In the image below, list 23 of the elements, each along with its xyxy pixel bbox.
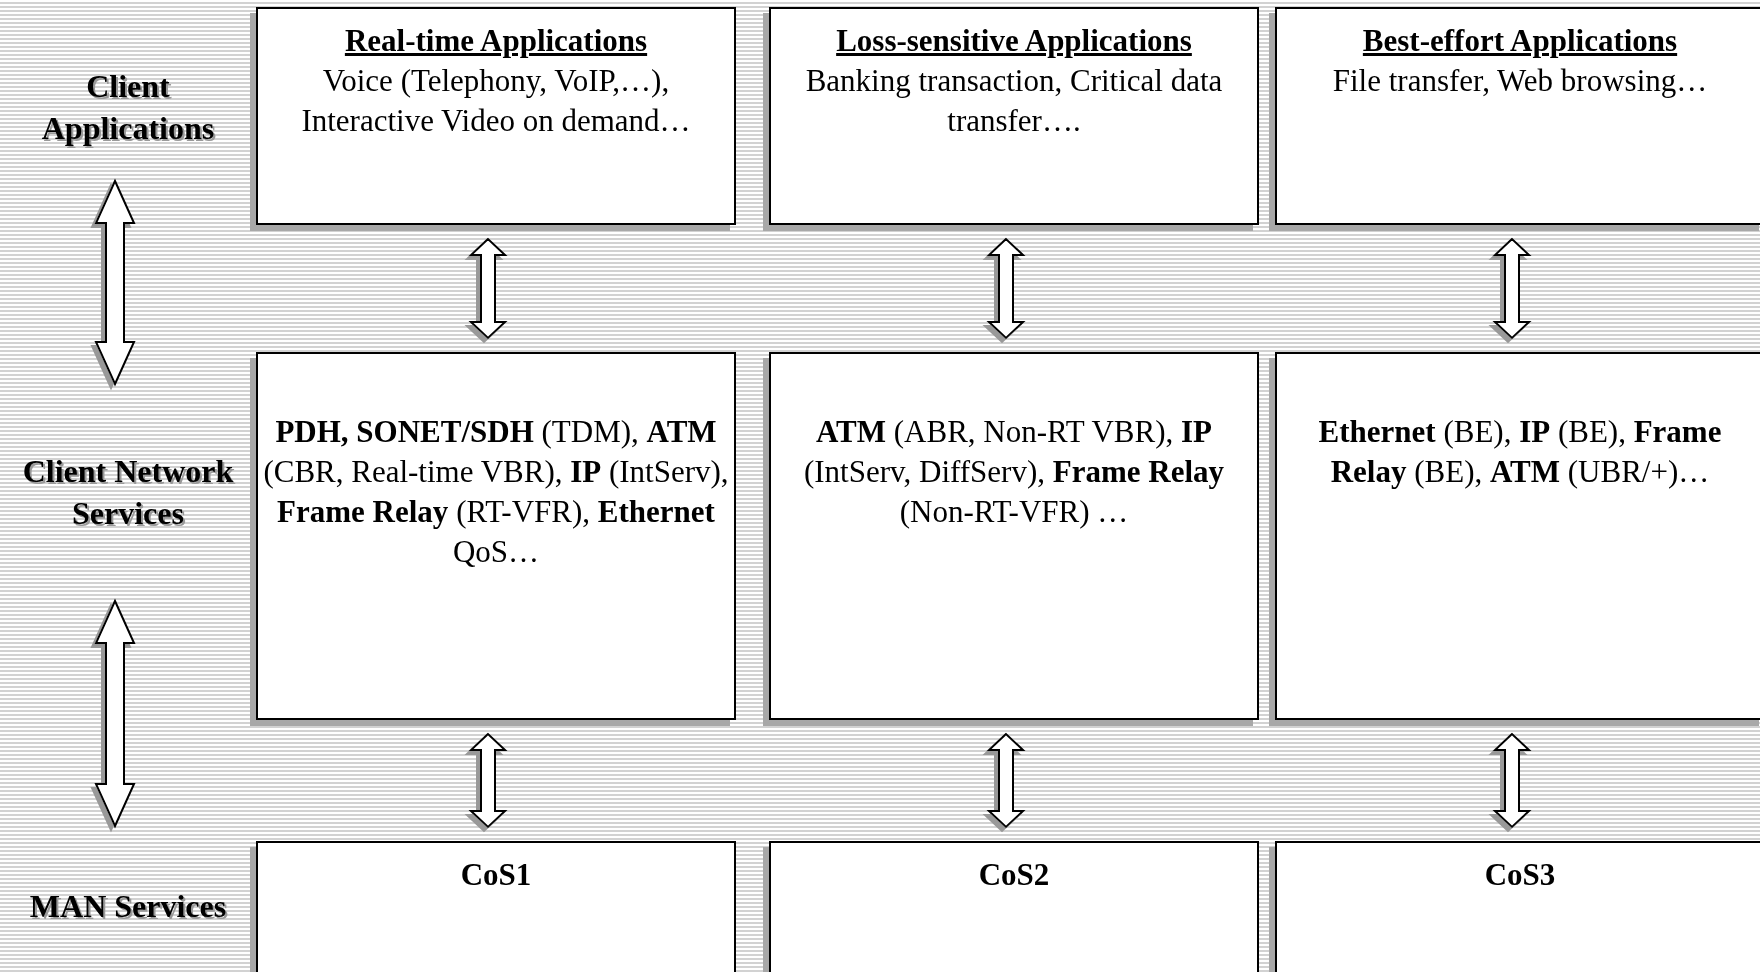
box-heading: Real-time Applications	[343, 22, 649, 60]
box-text: PDH, SONET/SDH (TDM), ATM (CBR, Real-time VBR), IP (IntServ), Frame Relay (RT-VFR), Ethernet QoS…	[262, 413, 730, 571]
box-text: CoS2	[977, 856, 1051, 894]
box-text: File transfer, Web browsing…	[1331, 62, 1709, 100]
double-arrow	[1492, 732, 1532, 829]
box-text: CoS1	[459, 856, 533, 894]
double-arrow	[1492, 237, 1532, 340]
box-text: Banking transaction, Critical data transfer….	[804, 62, 1224, 140]
layer-label-text: Client Applications	[40, 66, 216, 148]
double-arrow	[94, 178, 136, 387]
layer-label-text: Client Network Services	[21, 451, 235, 533]
double-arrow	[468, 237, 508, 340]
box-text: CoS3	[1483, 856, 1557, 894]
box-heading: Best-effort Applications	[1361, 22, 1679, 60]
double-arrow	[986, 732, 1026, 829]
box-heading: Loss-sensitive Applications	[835, 22, 1193, 60]
box-text: Voice (Telephony, VoIP,…), Interactive Video on demand…	[300, 62, 692, 140]
double-arrow	[986, 237, 1026, 340]
layer-label-text: MAN Services	[29, 887, 227, 927]
box-text: ATM (ABR, Non-RT VBR), IP (IntServ, DiffServ), Frame Relay (Non-RT-VFR) …	[802, 413, 1226, 531]
double-arrow	[468, 732, 508, 829]
double-arrow	[94, 598, 136, 829]
box-text: Ethernet (BE), IP (BE), Frame Relay (BE), ATM (UBR/+)…	[1317, 413, 1723, 491]
